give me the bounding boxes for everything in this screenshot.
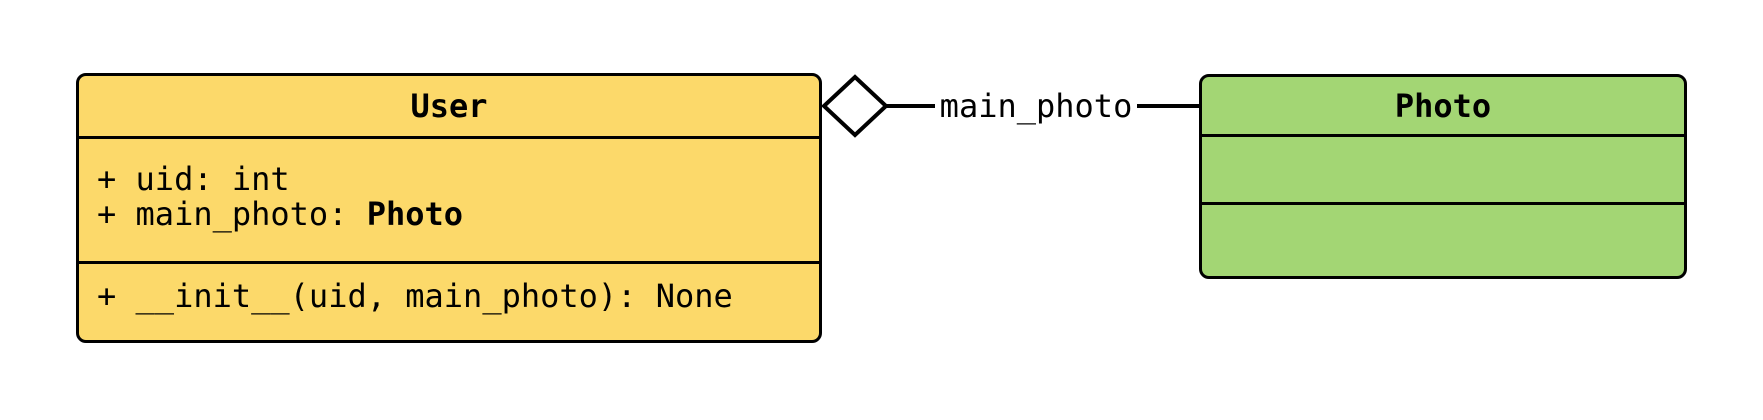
aggregation-diamond-icon bbox=[821, 74, 889, 138]
user-class-name: User bbox=[79, 76, 819, 139]
attribute-text: + main_photo: bbox=[97, 195, 367, 233]
photo-attributes-compartment bbox=[1202, 137, 1684, 205]
photo-methods-compartment bbox=[1202, 205, 1684, 270]
photo-class-name: Photo bbox=[1202, 77, 1684, 137]
attribute-text: + uid: int bbox=[97, 160, 290, 198]
class-box-user: User + uid: int + main_photo: Photo + __… bbox=[76, 73, 822, 343]
user-methods-compartment: + __init__(uid, main_photo): None bbox=[79, 264, 819, 314]
class-box-photo: Photo bbox=[1199, 74, 1687, 279]
method-text: + __init__(uid, main_photo): None bbox=[97, 277, 733, 315]
relationship-label: main_photo bbox=[939, 87, 1133, 125]
user-attributes-compartment: + uid: int + main_photo: Photo bbox=[79, 139, 819, 264]
user-attribute-main-photo: + main_photo: Photo bbox=[97, 197, 819, 232]
user-method-init: + __init__(uid, main_photo): None bbox=[97, 279, 819, 314]
attribute-type-bold: Photo bbox=[366, 195, 464, 233]
user-attribute-uid: + uid: int bbox=[97, 162, 819, 197]
